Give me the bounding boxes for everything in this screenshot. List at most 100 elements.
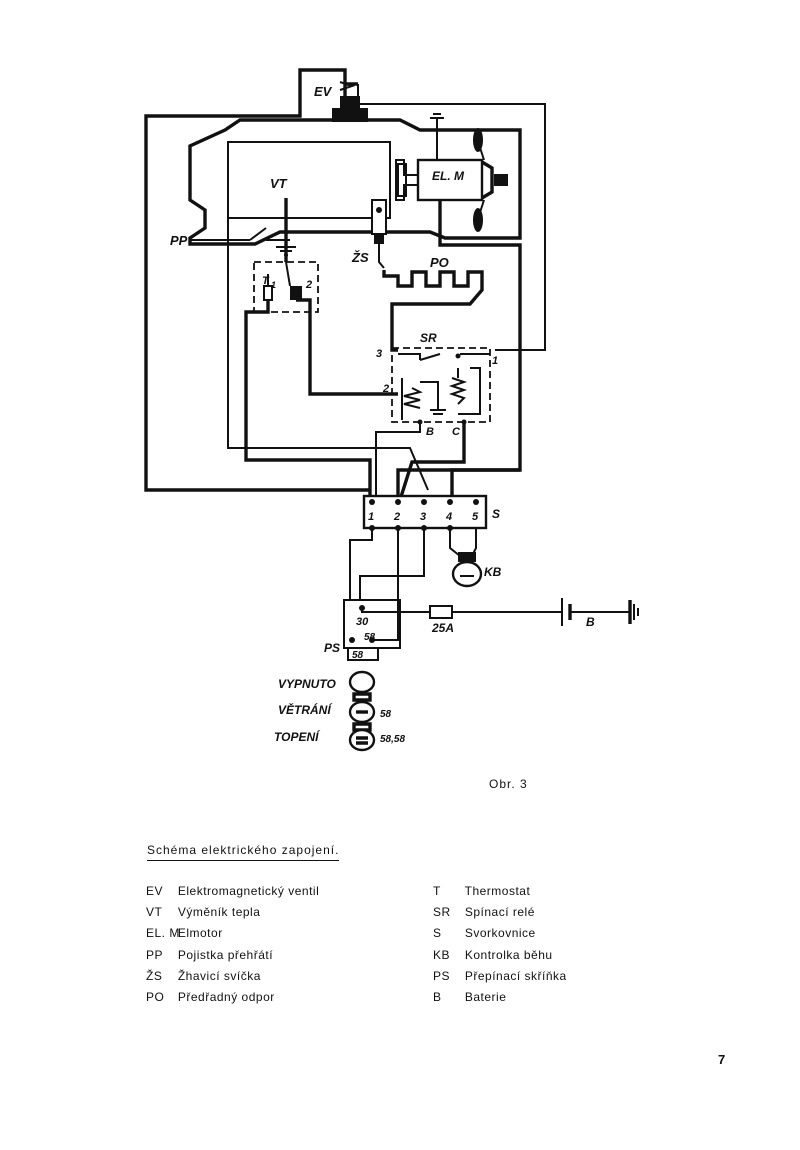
label-ps-58b: 58 <box>352 650 364 661</box>
label-sr-3: 3 <box>376 348 382 360</box>
legend-code: EV <box>146 884 164 898</box>
legend-code: B <box>433 989 442 1004</box>
legend-text: Elmotor <box>177 926 223 941</box>
wire-thermostat-left <box>244 300 372 500</box>
switch-box <box>343 599 401 649</box>
label-s-5: 5 <box>472 511 479 523</box>
wire-ev-right <box>357 84 546 351</box>
legend-text: Pojistka přehřátí <box>177 947 274 962</box>
legend-text: Elektromagnetický ventil <box>177 884 320 898</box>
glow-plug <box>371 199 387 269</box>
electric-motor <box>395 128 508 232</box>
legend-code: T <box>433 884 441 898</box>
relay-box <box>391 347 491 423</box>
label-sr-2: 2 <box>382 383 389 395</box>
series-resistor <box>382 270 484 352</box>
label-vt: VT <box>270 176 288 191</box>
legend-text: Spínací relé <box>464 905 535 920</box>
wire-s2-to-ps <box>372 528 399 641</box>
legend-left-column: EV Elektromagnetický ventil VT Výměník t… <box>146 884 319 1011</box>
switch-knob-off <box>348 670 376 702</box>
legend-code: ŽS <box>146 968 163 983</box>
switch-knob-ventilation <box>348 700 376 732</box>
legend-item: SR Spínací relé <box>433 905 567 926</box>
legend-item: PO Předřadný odpor <box>146 990 319 1011</box>
legend-item: KB Kontrolka běhu <box>433 948 567 969</box>
legend-item: T Thermostat <box>433 884 567 905</box>
legend-text: Přepínací skříňka <box>464 968 567 983</box>
label-ev: EV <box>314 84 333 99</box>
figure-caption: Obr. 3 <box>489 777 528 791</box>
legend-text: Svorkovnice <box>464 926 536 941</box>
legend-text: Výměník tepla <box>177 905 261 920</box>
run-indicator-lamp <box>451 552 483 588</box>
label-sr: SR <box>420 331 437 345</box>
label-b: B <box>586 615 595 629</box>
label-s: S <box>492 507 500 521</box>
fuse-25a <box>429 605 453 619</box>
label-pos-58-58: 58,58 <box>380 734 405 745</box>
wiring-diagram: EV VT EL. M PP ŽS PO T 1 2 SR 3 1 2 B C … <box>144 68 639 752</box>
label-pos-58: 58 <box>380 709 392 720</box>
legend-item: EV Elektromagnetický ventil <box>146 884 319 905</box>
legend-item: S Svorkovnice <box>433 926 567 947</box>
wire-thermostat-right <box>296 298 398 396</box>
legend-item: ŽS Žhavicí svíčka <box>146 969 319 990</box>
legend-code: SR <box>433 905 451 920</box>
label-pp: PP <box>170 233 188 248</box>
label-sr-b: B <box>426 426 434 438</box>
legend-title: Schéma elektrického zapojení. <box>147 843 340 861</box>
legend-code: PO <box>146 989 165 1004</box>
wire-s1-to-ps <box>349 528 373 600</box>
legend-item: PP Pojistka přehřátí <box>146 948 319 969</box>
legend-right-column: T Thermostat SR Spínací relé S Svorkovni… <box>433 884 567 1011</box>
page-number: 7 <box>718 1052 726 1067</box>
heat-exchanger-inner <box>227 141 391 219</box>
thermostat-box <box>253 261 319 313</box>
legend-item: EL. M Elmotor <box>146 926 319 947</box>
wire-s3-to-ps <box>359 528 425 600</box>
label-t: T <box>262 275 270 287</box>
label-t-1: 1 <box>271 280 276 290</box>
label-ps: PS <box>324 641 340 655</box>
legend-text: Žhavicí svíčka <box>177 968 261 983</box>
label-t-2: 2 <box>305 279 312 291</box>
label-s-4: 4 <box>445 511 452 523</box>
label-vetrani: VĚTRÁNÍ <box>278 702 333 717</box>
legend-code: KB <box>433 947 451 962</box>
battery <box>561 598 639 626</box>
legend-item: PS Přepínací skříňka <box>433 969 567 990</box>
legend-text: Kontrolka běhu <box>464 947 553 962</box>
legend-code: PS <box>433 968 451 983</box>
label-kb: KB <box>484 565 502 579</box>
label-ps-58a: 58 <box>364 632 376 643</box>
label-sr-1: 1 <box>492 355 498 367</box>
legend-text: Baterie <box>464 989 507 1004</box>
label-zs: ŽS <box>351 250 369 265</box>
legend-text: Thermostat <box>464 884 531 898</box>
legend-code: PP <box>146 947 164 962</box>
label-ps-30: 30 <box>356 616 369 628</box>
wire-to-battery <box>361 608 430 613</box>
legend-text: Předřadný odpor <box>177 989 275 1004</box>
legend-code: VT <box>146 905 163 920</box>
label-s-1: 1 <box>368 511 374 523</box>
legend-code: EL. M <box>146 926 180 941</box>
legend-item: VT Výměník tepla <box>146 905 319 926</box>
wire-s4-to-kb <box>449 528 461 557</box>
label-s-2: 2 <box>393 511 400 523</box>
wire-motor-feed <box>438 200 522 500</box>
legend-code: S <box>433 926 442 941</box>
legend-item: B Baterie <box>433 990 567 1011</box>
solenoid-valve <box>332 81 368 122</box>
label-vypnuto: VYPNUTO <box>278 677 336 691</box>
wire-relay-c <box>398 422 466 501</box>
label-po: PO <box>430 255 449 270</box>
wire-ev-loop <box>144 68 370 492</box>
label-s-3: 3 <box>420 511 426 523</box>
label-sr-c: C <box>452 426 461 438</box>
switch-knob-heating <box>348 728 376 752</box>
label-fuse: 25A <box>431 621 454 635</box>
label-elm: EL. M <box>432 169 465 183</box>
label-topeni: TOPENÍ <box>274 729 321 744</box>
